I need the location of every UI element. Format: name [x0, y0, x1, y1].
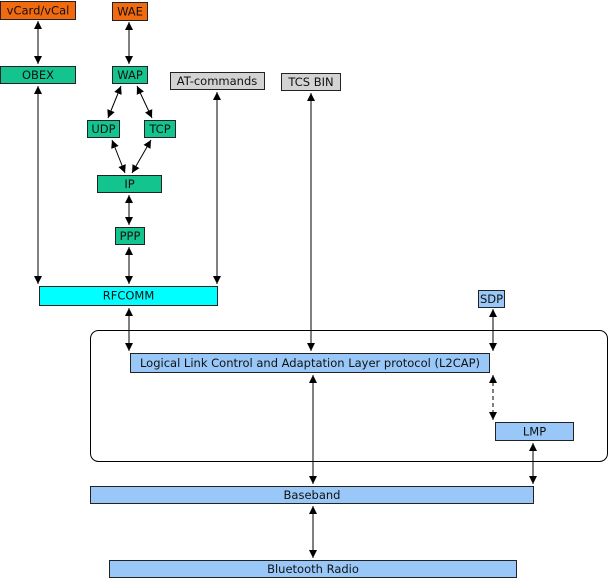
arrow-udp-ip — [111, 139, 126, 174]
box-lmp: LMP — [495, 422, 574, 441]
label-lmp: LMP — [523, 425, 546, 439]
label-wap: WAP — [117, 68, 143, 82]
box-wae: WAE — [112, 2, 148, 21]
label-wae: WAE — [117, 5, 143, 19]
label-ppp: PPP — [120, 229, 141, 243]
label-bluetooth-radio: Bluetooth Radio — [267, 562, 359, 576]
label-vcard: vCard/vCal — [7, 4, 70, 18]
label-baseband: Baseband — [284, 488, 341, 502]
box-tcp: TCP — [144, 120, 176, 138]
box-ip: IP — [97, 175, 162, 193]
label-ip: IP — [124, 177, 134, 191]
label-l2cap: Logical Link Control and Adaptation Laye… — [140, 356, 480, 370]
arrow-wap-tcp — [136, 85, 153, 119]
box-l2cap: Logical Link Control and Adaptation Laye… — [130, 353, 490, 373]
box-tcs-bin: TCS BIN — [281, 73, 341, 91]
host-controller-container — [90, 330, 608, 462]
box-sdp: SDP — [478, 290, 505, 308]
label-rfcomm: RFCOMM — [103, 289, 155, 303]
label-sdp: SDP — [480, 292, 503, 306]
box-at-commands: AT-commands — [170, 72, 265, 90]
box-baseband: Baseband — [90, 486, 534, 504]
box-vcard: vCard/vCal — [0, 1, 76, 20]
label-obex: OBEX — [22, 68, 54, 82]
label-udp: UDP — [91, 122, 115, 136]
box-wap: WAP — [112, 66, 148, 84]
label-at-commands: AT-commands — [177, 74, 257, 88]
box-rfcomm: RFCOMM — [39, 286, 218, 306]
arrow-tcp-ip — [131, 139, 152, 174]
box-ppp: PPP — [115, 227, 145, 245]
label-tcp: TCP — [148, 122, 170, 136]
box-obex: OBEX — [0, 66, 76, 84]
arrow-wap-udp — [107, 85, 122, 119]
label-tcs-bin: TCS BIN — [287, 75, 333, 89]
box-udp: UDP — [87, 120, 120, 138]
box-bluetooth-radio: Bluetooth Radio — [109, 560, 517, 578]
